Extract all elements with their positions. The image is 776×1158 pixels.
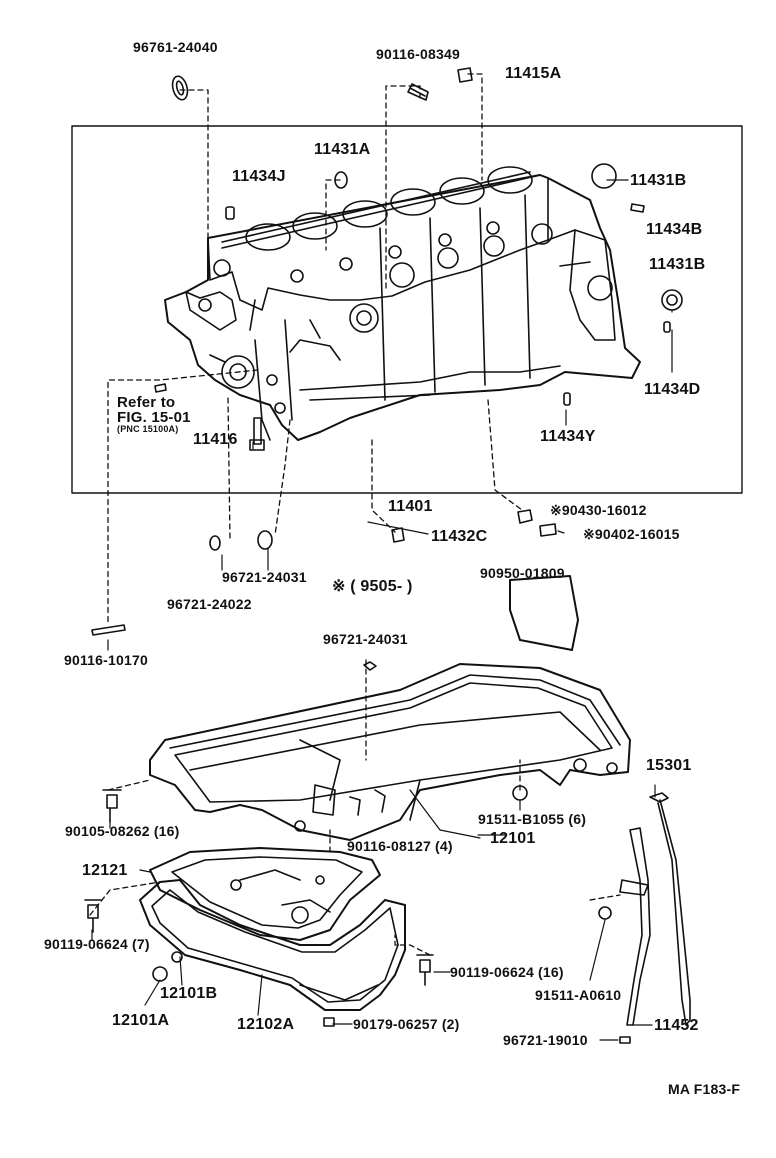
label-12121: 12121	[82, 862, 128, 879]
label-90116-08127: 90116-08127 (4)	[347, 838, 453, 854]
label-90179-06257: 90179-06257 (2)	[353, 1016, 460, 1032]
label-96721-19010: 96721-19010	[503, 1032, 588, 1048]
baffle-plate	[149, 847, 381, 941]
dipstick-assembly	[598, 792, 691, 1044]
label-90430-16012: ※90430-16012	[550, 502, 647, 518]
label-11416: 11416	[193, 431, 238, 448]
label-11431B-mid: 11431B	[649, 256, 706, 273]
label-11415A: 11415A	[505, 65, 562, 82]
label-12102A: 12102A	[237, 1016, 295, 1033]
label-11452: 11452	[654, 1017, 699, 1034]
label-11432C: 11432C	[431, 528, 488, 545]
label-90119-06624-7: 90119-06624 (7)	[44, 936, 150, 952]
label-91511-B1055: 91511-B1055 (6)	[478, 811, 587, 827]
label-15301: 15301	[646, 757, 692, 774]
label-11434B: 11434B	[646, 221, 703, 238]
label-90402-16015: ※90402-16015	[583, 526, 680, 542]
oil-pan-upper	[149, 663, 631, 841]
label-11434D: 11434D	[644, 381, 701, 398]
label-91511-A0610: 91511-A0610	[535, 987, 622, 1003]
label-96721-24022: 96721-24022	[167, 596, 252, 612]
refer-note-line1: Refer to	[117, 394, 176, 411]
date-note: ※ ( 9505- )	[332, 578, 413, 595]
label-11434Y: 11434Y	[540, 428, 596, 445]
label-11401: 11401	[388, 498, 433, 515]
refer-note-line2: FIG. 15-01	[117, 409, 191, 426]
label-90119-06624-16: 90119-06624 (16)	[450, 964, 564, 980]
oil-pan-lower	[139, 879, 406, 1011]
label-12101: 12101	[490, 830, 536, 847]
label-90950-01809: 90950-01809	[480, 565, 565, 581]
label-96721-24031-b: 96721-24031	[323, 631, 408, 647]
block-assembly-frame	[71, 125, 743, 494]
seal-packing-shape	[509, 575, 579, 651]
label-12101A: 12101A	[112, 1012, 170, 1029]
figure-code: MA F183-F	[668, 1081, 741, 1097]
label-90116-08349: 90116-08349	[376, 46, 460, 62]
cylinder-block	[164, 166, 641, 441]
label-11431B-top: 11431B	[630, 172, 687, 189]
label-90116-10170: 90116-10170	[64, 652, 148, 668]
label-96721-24031-a: 96721-24031	[222, 569, 307, 585]
refer-note-line3: (PNC 15100A)	[117, 424, 179, 434]
label-90105-08262: 90105-08262 (16)	[65, 823, 180, 839]
label-11434J: 11434J	[232, 168, 286, 185]
label-96761-24040: 96761-24040	[133, 39, 218, 55]
label-11431A: 11431A	[314, 141, 371, 158]
label-12101B: 12101B	[160, 985, 218, 1002]
